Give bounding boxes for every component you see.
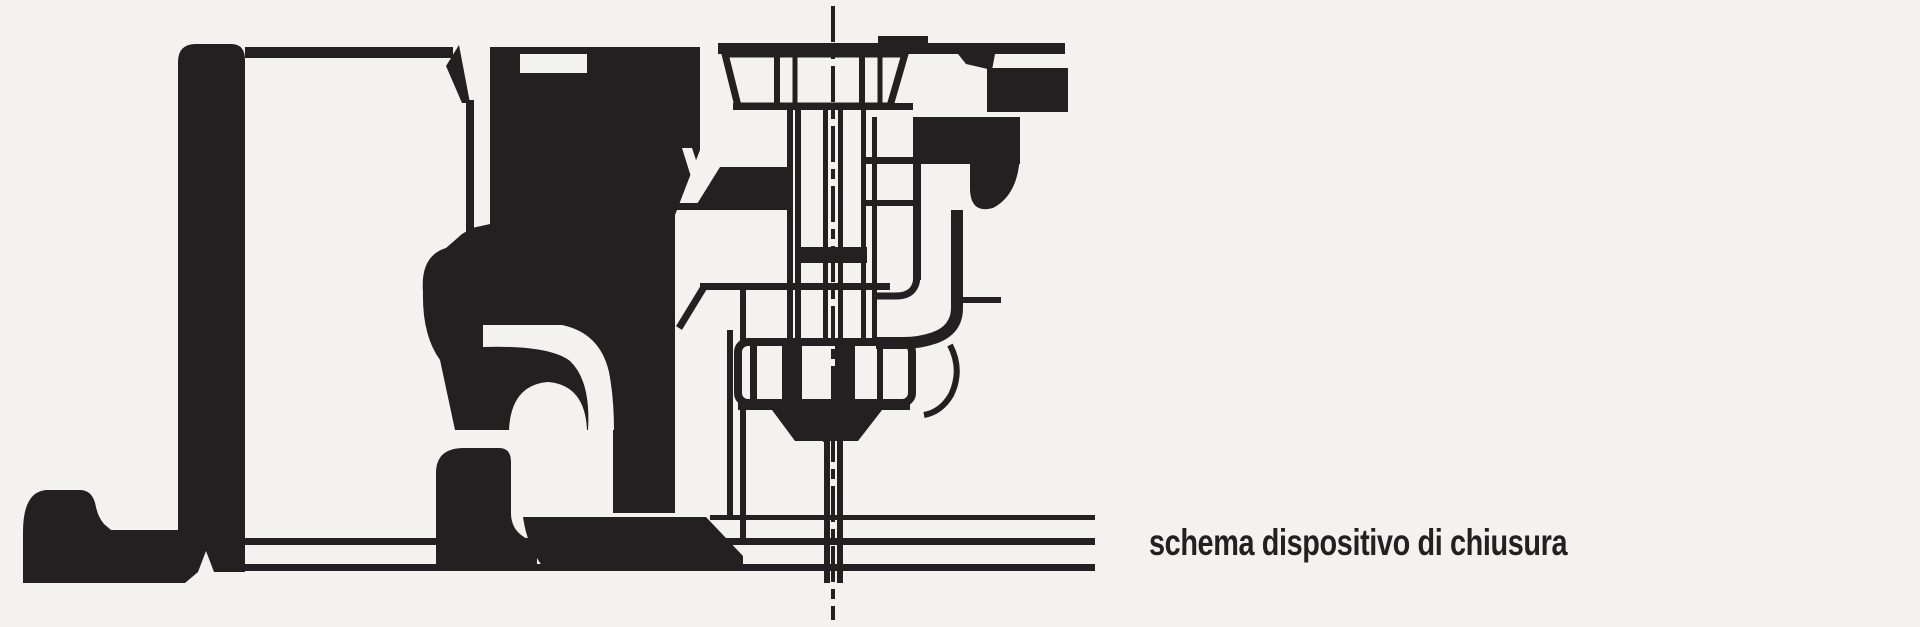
washer-line <box>738 403 910 410</box>
lever-diagonal <box>676 285 707 330</box>
shaft-left-edge-a <box>787 110 793 342</box>
mass-top-spike <box>446 45 470 103</box>
nut-body <box>734 338 916 407</box>
mass-left-notch <box>474 108 488 218</box>
bolt-core-left <box>823 110 828 442</box>
housing-line-outer <box>727 330 733 520</box>
top-flange-step <box>878 36 928 45</box>
baseline-rule-upper-right <box>710 515 1095 520</box>
center-bolt-assembly <box>660 6 1065 620</box>
nut-facet-4 <box>877 344 883 401</box>
shaft-left-edge-b <box>795 110 801 342</box>
mass-top-slot-cut <box>520 54 587 73</box>
bracket-cross-member <box>913 117 1020 157</box>
right-bracket <box>861 54 1068 418</box>
hook-catch <box>436 448 537 567</box>
hook-catch-dome <box>436 448 537 567</box>
bolt-tip-taper <box>772 410 882 441</box>
base-plate <box>523 517 743 567</box>
left-base-profile <box>23 490 181 583</box>
left-wall <box>178 44 453 583</box>
bracket-upper-plate <box>987 68 1068 112</box>
top-flange-bar <box>718 43 1065 54</box>
right-band-rule <box>861 200 913 206</box>
caption-label: schema dispositivo di chiusura <box>1149 522 1568 563</box>
bolt-head-bottom-line <box>733 103 913 110</box>
shaft-right-edge-b <box>872 117 877 343</box>
mass-left-edge-line <box>466 100 474 232</box>
bracket-rod-u-turn <box>876 274 921 300</box>
latch-channel-cut <box>483 325 614 430</box>
bolt-tip-shank-right <box>837 441 843 583</box>
nut-facet-2 <box>782 344 802 401</box>
left-bump-and-bar <box>23 490 181 583</box>
bracket-slant-connector <box>958 54 995 70</box>
nut-facet-3 <box>835 344 855 401</box>
housing-line-inner <box>740 290 746 540</box>
left-band-wedge <box>697 167 788 204</box>
base-plate-body <box>523 517 743 567</box>
bracket-rod-left <box>913 160 921 280</box>
nut-facet-1 <box>750 344 757 401</box>
bolt-core-right <box>838 110 843 442</box>
top-beam <box>245 47 453 58</box>
bracket-rod-stub-rule <box>957 297 1001 303</box>
bracket-bottom-rule <box>861 157 1020 164</box>
left-wall-body <box>178 44 245 583</box>
baseline-rule-lower <box>245 564 1095 571</box>
bracket-rounded-tip <box>970 150 1020 210</box>
left-band-rule <box>660 203 788 210</box>
shaft-right-edge-a <box>861 110 866 343</box>
nut-hug-arc <box>923 343 960 418</box>
under-arch-cut <box>509 382 587 430</box>
mass-body <box>422 47 700 513</box>
lever-rule <box>700 283 890 290</box>
central-latch-mass <box>422 45 712 513</box>
bolt-tip-shank-left <box>824 441 830 583</box>
clamp-arm <box>876 210 963 349</box>
